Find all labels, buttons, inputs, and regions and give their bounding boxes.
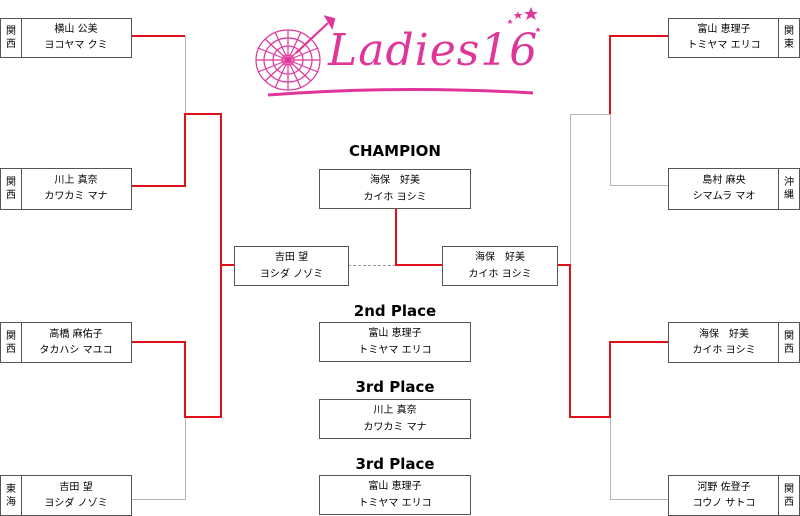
- third-place-heading-a: 3rd Place: [355, 378, 435, 396]
- win-line: [220, 113, 222, 266]
- player-kana: カワカミ マナ: [44, 191, 108, 202]
- loss-line: [570, 114, 611, 115]
- win-line: [184, 114, 186, 187]
- player-kana: ヨコヤマ クミ: [44, 40, 108, 51]
- dartboard-icon: [255, 7, 541, 97]
- win-line: [184, 341, 186, 418]
- win-line: [569, 264, 571, 418]
- region-label: 関西: [1, 169, 22, 209]
- win-line: [184, 416, 222, 418]
- player-kana: カイホ ヨシミ: [692, 344, 756, 356]
- player-kana: トミヤマ エリコ: [687, 40, 761, 51]
- right-entry-4: 河野 佐登子コウノ サトコ 関西: [668, 475, 800, 516]
- player-kana: トミヤマ エリコ: [358, 345, 432, 356]
- player-kana: ヨシダ ノゾミ: [44, 497, 108, 509]
- loss-line: [610, 418, 611, 500]
- player-name: 富山 恵理子: [368, 328, 422, 339]
- third-place-box-a: 川上 真奈 カワカミ マナ: [319, 399, 471, 439]
- region-label: 関西: [778, 476, 799, 515]
- player-kana: タカハシ マユコ: [39, 344, 113, 356]
- right-entry-3: 海保 好美カイホ ヨシミ 関西: [668, 322, 800, 363]
- logo-text: Ladies16: [328, 25, 539, 76]
- champion-line: [395, 208, 397, 266]
- player-kana: シマムラ マオ: [692, 191, 756, 202]
- left-entry-3: 関西 高橋 麻佑子タカハシ マユコ: [0, 322, 132, 363]
- left-entry-1: 関西 横山 公美ヨコヤマ クミ: [0, 18, 132, 58]
- loss-line: [610, 115, 611, 185]
- player-kana: トミヤマ エリコ: [358, 498, 432, 509]
- player-name: 海保 好美: [699, 328, 749, 340]
- win-line: [220, 264, 222, 418]
- player-name: 高橋 麻佑子: [49, 328, 103, 340]
- right-entry-1: 富山 恵理子トミヤマ エリコ 関東: [668, 18, 800, 58]
- star-icon: [507, 7, 541, 32]
- player-kana: ヨシダ ノゾミ: [259, 269, 324, 280]
- loss-line: [185, 36, 186, 186]
- win-line: [557, 264, 571, 266]
- win-line: [184, 113, 222, 115]
- champion-box: 海保 好美 カイホ ヨシミ: [319, 169, 471, 209]
- win-line: [609, 35, 611, 115]
- win-line: [609, 341, 611, 418]
- logo: Ladies16: [248, 5, 548, 105]
- player-name: 海保 好美: [370, 175, 420, 186]
- final-loss-line: [348, 265, 396, 266]
- loss-line: [610, 499, 669, 500]
- region-label: 関東: [778, 19, 799, 57]
- final-win-line: [395, 264, 443, 266]
- player-name: 川上 真奈: [373, 405, 417, 416]
- final-left-box: 吉田 望 ヨシダ ノゾミ: [234, 246, 349, 286]
- left-entry-2: 関西 川上 真奈カワカミ マナ: [0, 168, 132, 210]
- right-entry-2: 島村 麻央シマムラ マオ 沖縄: [668, 168, 800, 210]
- third-place-heading-b: 3rd Place: [355, 455, 435, 473]
- second-place-heading: 2nd Place: [353, 302, 437, 320]
- region-label: 沖縄: [778, 169, 799, 209]
- region-label: 関西: [778, 323, 799, 362]
- loss-line: [610, 185, 669, 186]
- player-kana: カイホ ヨシミ: [363, 192, 427, 203]
- player-name: 川上 真奈: [54, 175, 98, 186]
- player-name: 海保 好美: [475, 252, 525, 263]
- player-kana: カイホ ヨシミ: [468, 269, 532, 280]
- second-place-box: 富山 恵理子 トミヤマ エリコ: [319, 322, 471, 362]
- final-right-box: 海保 好美 カイホ ヨシミ: [442, 246, 558, 286]
- loss-line: [131, 499, 186, 500]
- player-name: 富山 恵理子: [697, 24, 751, 35]
- left-entry-4: 東海 吉田 望ヨシダ ノゾミ: [0, 475, 132, 516]
- player-kana: カワカミ マナ: [363, 422, 427, 433]
- player-name: 吉田 望: [59, 481, 93, 493]
- win-line: [131, 341, 186, 343]
- region-label: 東海: [1, 476, 22, 515]
- player-name: 河野 佐登子: [697, 481, 751, 493]
- win-line: [609, 341, 669, 343]
- player-name: 吉田 望: [274, 252, 309, 263]
- win-line: [131, 35, 185, 37]
- region-label: 関西: [1, 19, 22, 57]
- player-name: 横山 公美: [54, 24, 98, 35]
- third-place-box-b: 富山 恵理子 トミヤマ エリコ: [319, 475, 471, 515]
- loss-line: [570, 114, 571, 265]
- win-line: [569, 416, 611, 418]
- win-line: [609, 35, 669, 37]
- player-kana: コウノ サトコ: [692, 497, 756, 509]
- win-line: [220, 264, 235, 266]
- player-name: 富山 恵理子: [368, 481, 422, 492]
- win-line: [131, 185, 186, 187]
- region-label: 関西: [1, 323, 22, 362]
- player-name: 島村 麻央: [702, 175, 746, 186]
- loss-line: [185, 418, 186, 500]
- champion-heading: CHAMPION: [349, 142, 441, 160]
